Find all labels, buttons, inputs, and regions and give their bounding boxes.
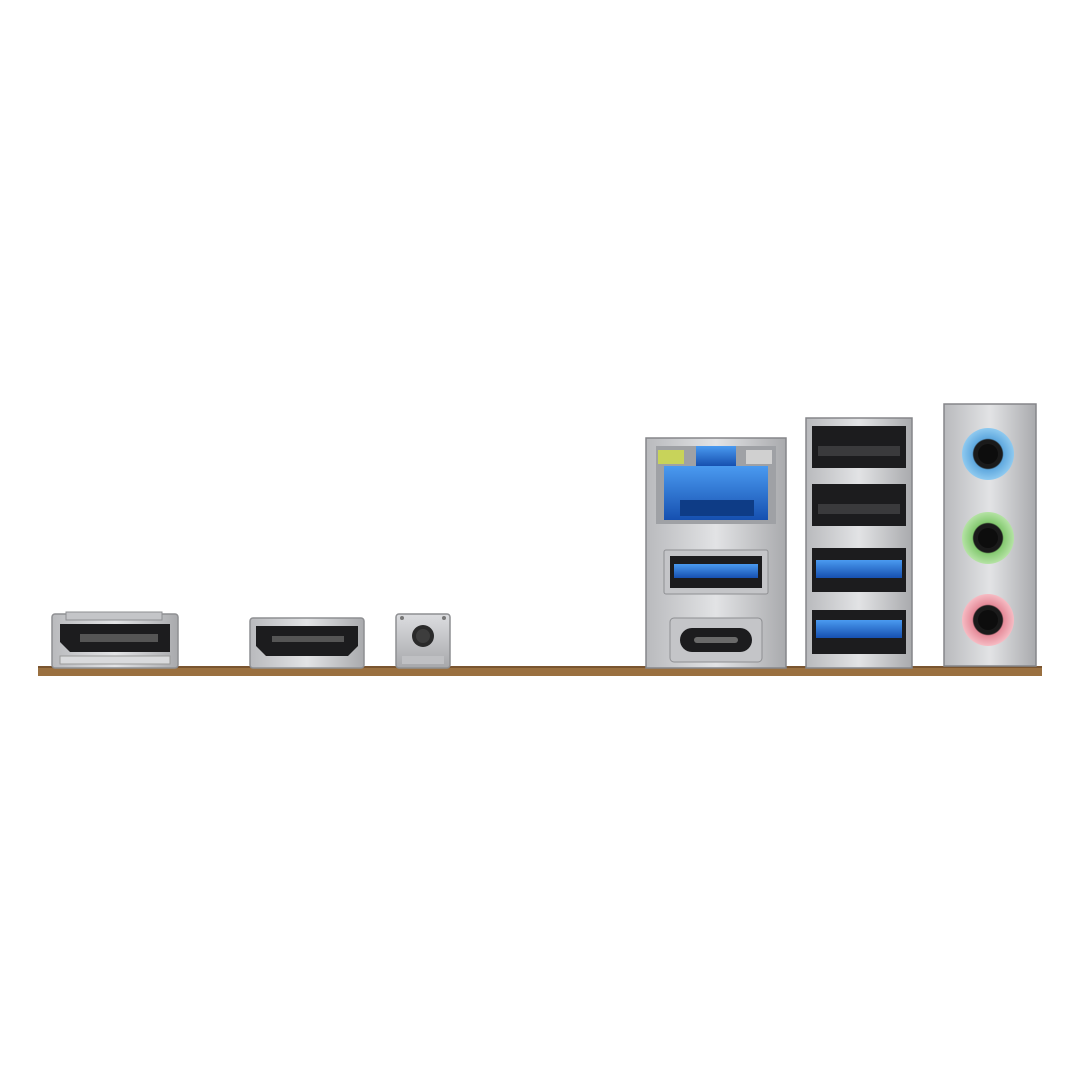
audio-jack-stack [943, 403, 1037, 667]
usb-icon [812, 426, 906, 468]
audio-jack-icon [962, 512, 1014, 564]
usb-icon [812, 610, 906, 654]
usb-icon [663, 549, 769, 595]
usb-icon [812, 484, 906, 526]
ethernet-icon [656, 446, 776, 524]
audio-jack-icon [962, 428, 1014, 480]
displayport-icon [51, 611, 179, 669]
lan-usb-stack [645, 437, 787, 669]
push-button-icon [395, 613, 451, 669]
hdmi-icon [249, 617, 365, 669]
pcb-edge [38, 666, 1042, 676]
usb-quad-stack [805, 417, 913, 669]
audio-jack-icon [962, 594, 1014, 646]
usb-c-icon [669, 617, 763, 663]
usb-icon [812, 548, 906, 592]
